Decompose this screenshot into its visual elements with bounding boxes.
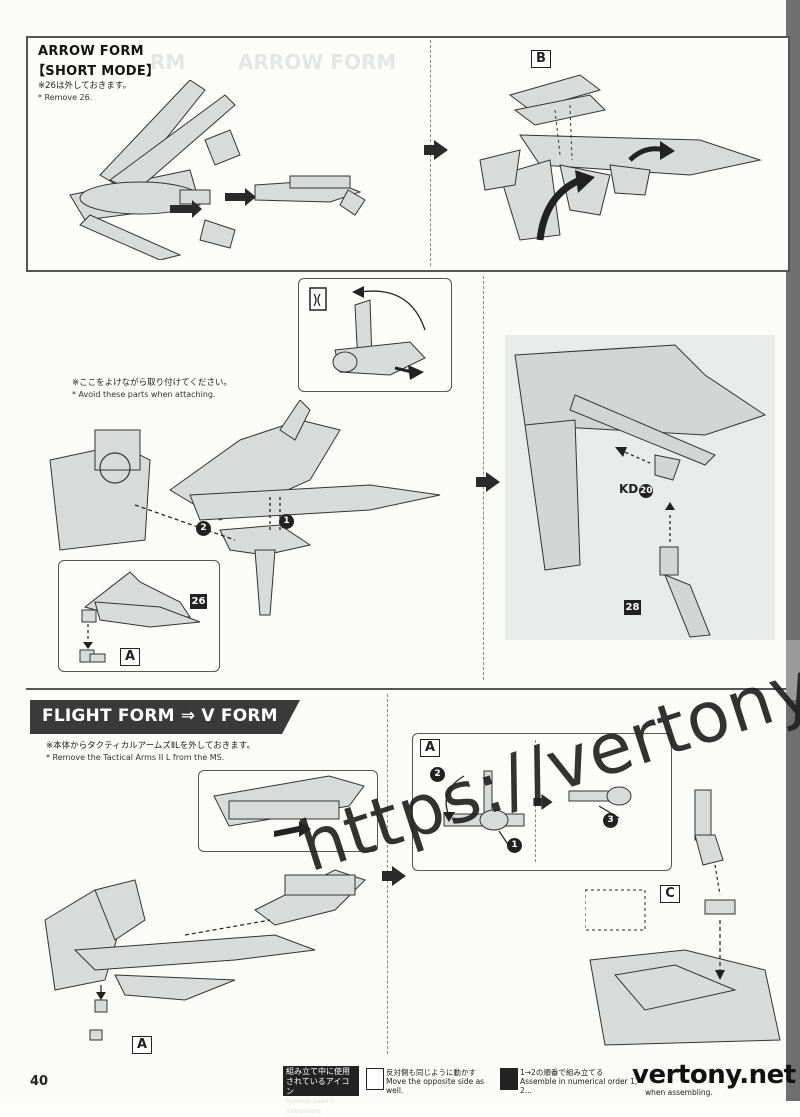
label-b: B [531, 50, 551, 68]
legend-item-order-jp: 1→2の順番で組み立てる [520, 1068, 604, 1077]
inset-step-arrow [533, 794, 553, 810]
attach-note: ※ここをよけながら取り付けてください。 * Avoid these parts … [72, 378, 232, 400]
arrow-form-illustration-left [69, 80, 366, 260]
detail-inset-illustration [309, 286, 426, 380]
step-arrow-1 [424, 140, 448, 160]
icon-legend-title-jp: 組み立て中に使用されているアイコン [286, 1067, 350, 1096]
legend-item-order: 1→2の順番で組み立てる Assemble in numerical order… [520, 1068, 640, 1095]
arrow-form-note: ※26は外しておきます。 * Remove 26. [38, 81, 131, 103]
flight-step-2: 2 [430, 767, 445, 782]
flight-form-banner-text: FLIGHT FORM ⇒ V FORM [42, 706, 278, 726]
flight-label-c: C [660, 885, 680, 903]
flight-illustration-right [585, 789, 781, 1046]
arrow-form-note-en: * Remove 26. [38, 93, 93, 102]
flight-label-a: A [132, 1036, 152, 1054]
icon-legend-title: 組み立て中に使用されているアイコン Symbols used in instru… [283, 1066, 359, 1115]
legend-item-mirror-en: Move the opposite side as well. [386, 1077, 485, 1095]
attach-note-en: * Avoid these parts when attaching. [72, 390, 216, 399]
attach-illustration-main [49, 400, 441, 616]
legend-item-mirror-jp: 反対側も同じように動かす [386, 1068, 476, 1077]
ghost-print-bleed: RM [150, 50, 186, 74]
arrow-form-title: ARROW FORM [38, 44, 144, 59]
attach-step-2: 2 [196, 521, 211, 536]
flight-form-note-en: * Remove the Tactical Arms II L from the… [46, 753, 225, 762]
page-number: 40 [30, 1074, 49, 1089]
flight-form-banner: FLIGHT FORM ⇒ V FORM [30, 700, 300, 734]
arrow-form-note-jp: ※26は外しておきます。 [38, 81, 132, 91]
section3-top-line [26, 688, 786, 690]
kd-20-number: 20 [639, 484, 654, 498]
page-edge-bar [786, 0, 800, 1101]
part-28-badge: 28 [624, 600, 641, 615]
part-26-badge: 26 [190, 594, 207, 609]
ghost-print-bleed-2: ARROW FORM [238, 50, 397, 74]
icon-legend-title-en: Symbols used in instructions [286, 1098, 336, 1115]
mirror-move-icon [366, 1068, 384, 1090]
flight-detail-illustration [213, 775, 365, 837]
arrow-form-subtitle: 【SHORT MODE】 [32, 64, 160, 79]
section2-top-line [26, 270, 786, 272]
legend-item-assembling: when assembling. [645, 1088, 713, 1097]
flight-illustration-main [44, 869, 366, 1041]
vertony-logo: vertony.net [632, 1060, 796, 1090]
attach-note-jp: ※ここをよけながら取り付けてください。 [72, 378, 232, 388]
flight-step-3: 3 [603, 813, 618, 828]
kd-label-text: KD [619, 482, 639, 496]
flight-step-1: 1 [507, 838, 522, 853]
flight-inset-illustration [443, 770, 632, 847]
flight-form-note-jp: ※本体からタクティカルアームズⅡLを外しておきます。 [46, 741, 255, 751]
step-arrow-3 [382, 866, 406, 886]
arrow-form-illustration-right [479, 74, 762, 241]
part-26-illustration [79, 571, 201, 663]
attach-step-1: 1 [279, 514, 294, 529]
step-order-icon [500, 1068, 518, 1090]
flight-form-note: ※本体からタクティカルアームズⅡLを外しておきます。 * Remove the … [46, 741, 255, 763]
step-arrow-2 [476, 472, 500, 492]
inset-label-a: A [420, 739, 440, 757]
legend-item-order-en: Assemble in numerical order 1, 2... [520, 1077, 638, 1095]
attach-label-a: A [120, 648, 140, 666]
legend-item-mirror: 反対側も同じように動かす Move the opposite side as w… [386, 1068, 496, 1095]
